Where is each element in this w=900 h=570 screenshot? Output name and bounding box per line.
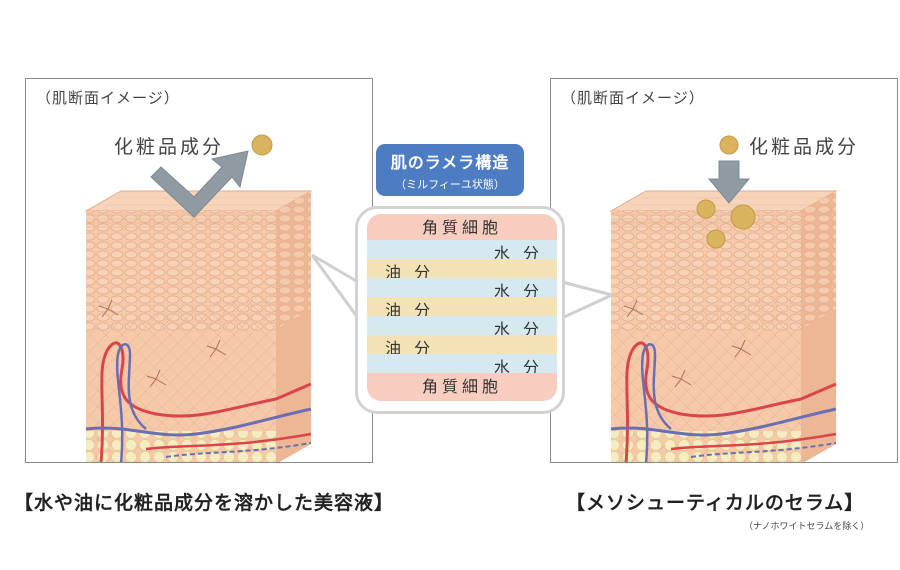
panel-label: （肌断面イメージ） — [561, 89, 705, 107]
ingredient-particle-icon — [730, 204, 756, 230]
skin-block-illustration — [609, 135, 838, 462]
ingredient-particle-icon — [706, 229, 726, 249]
skin-cross-section-right: （肌断面イメージ） 化粧品成分 — [550, 78, 898, 463]
layer-label: 油 分 — [385, 263, 435, 282]
water-layer: 水 分 — [367, 316, 557, 339]
layer-label: 水 分 — [493, 320, 543, 339]
skin-cross-section-left: （肌断面イメージ） 化粧品成分 — [25, 78, 373, 463]
layer-label: 油 分 — [385, 339, 435, 358]
repel-arrow-icon — [150, 150, 249, 218]
caption-right: 【メソシューティカルのセラム】 — [566, 492, 865, 514]
penetrate-arrow-icon — [707, 160, 751, 204]
water-layer: 水 分 — [367, 278, 557, 301]
layer-label: 水 分 — [493, 282, 543, 301]
caption-note: （ナノホワイトセラムを除く） — [744, 522, 870, 532]
layer-label: 水 分 — [493, 358, 543, 377]
layer-label: 角質細胞 — [421, 218, 502, 237]
ingredient-label: 化粧品成分 — [749, 136, 860, 158]
ingredient-particle-icon — [251, 134, 273, 156]
skin-block-illustration — [84, 134, 313, 462]
corneocyte-layer-top: 角質細胞 — [367, 214, 557, 240]
layer-label: 角質細胞 — [421, 377, 502, 396]
lamellar-layers: 角質細胞 水 分 油 分 水 分 油 分 水 分 油 分 水 分 角質細胞 — [360, 210, 560, 410]
lamellar-title: 肌のラメラ構造 — [390, 153, 510, 172]
water-layer: 水 分 — [367, 354, 557, 377]
layer-label: 水 分 — [493, 244, 543, 263]
oil-layer: 油 分 — [367, 335, 557, 358]
oil-layer: 油 分 — [367, 297, 557, 320]
corneocyte-layer-bottom: 角質細胞 — [367, 373, 557, 401]
oil-layer: 油 分 — [367, 259, 557, 282]
water-layer: 水 分 — [367, 240, 557, 263]
lamellar-subtitle: （ミルフィーユ状態） — [395, 178, 505, 191]
lamellar-title-badge: 肌のラメラ構造 （ミルフィーユ状態） — [376, 144, 524, 196]
ingredient-label: 化粧品成分 — [114, 136, 225, 158]
panel-label: （肌断面イメージ） — [36, 89, 180, 107]
layer-label: 油 分 — [385, 301, 435, 320]
caption-left: 【水や油に化粧品成分を溶かした美容液】 — [14, 492, 395, 514]
ingredient-particle-icon — [719, 135, 739, 155]
ingredient-particle-icon — [696, 199, 716, 219]
